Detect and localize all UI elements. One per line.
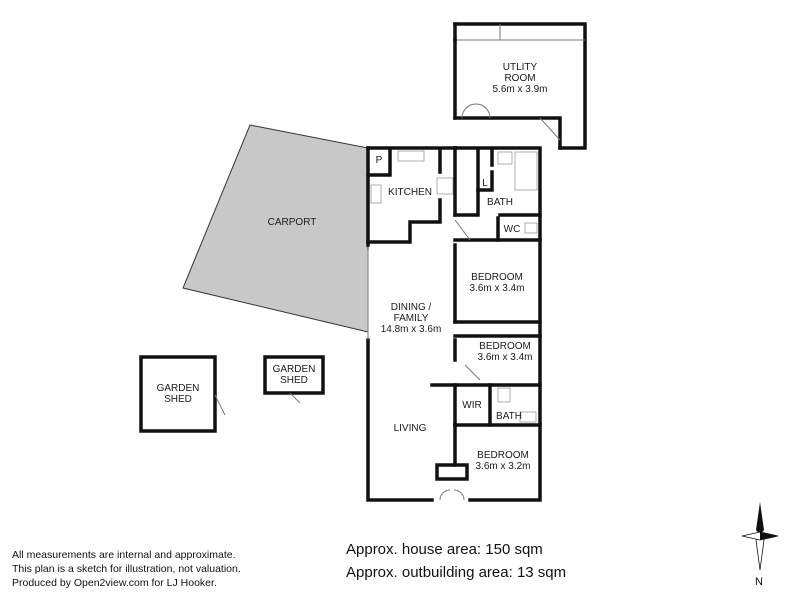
bedroom-2-size: 3.6m x 3.4m: [477, 352, 532, 363]
bath-ensuite-label: BATH: [496, 411, 522, 422]
utility-room-name-1: UTLITY: [503, 62, 538, 73]
house-outer-walls: [366, 146, 542, 502]
laundry-label: L: [482, 178, 488, 189]
carport-area: [182, 124, 369, 333]
disclaimer-line-2: This plan is a sketch for illustration, …: [12, 563, 241, 575]
wc-label: WC: [504, 224, 521, 235]
bath-block-walls: [453, 146, 542, 242]
bedroom-3-label: BEDROOM: [477, 450, 529, 461]
dining-label-2: FAMILY: [394, 313, 429, 324]
dining-size: 14.8m x 3.6m: [381, 324, 442, 335]
utility-room-name-2: ROOM: [504, 73, 535, 84]
kitchen-label: KITCHEN: [388, 187, 432, 198]
bath-main-label: BATH: [487, 197, 513, 208]
area-summary: Approx. house area: 150 sqm Approx. outb…: [346, 538, 566, 584]
utility-room-size: 5.6m x 3.9m: [492, 84, 547, 95]
disclaimer-notes: All measurements are internal and approx…: [12, 548, 241, 590]
bedroom-2-walls: [430, 334, 542, 427]
living-label: LIVING: [394, 423, 427, 434]
outbuilding-area: Approx. outbuilding area: 13 sqm: [346, 564, 567, 581]
garden-shed-large-label-1: GARDEN: [157, 383, 200, 394]
bedroom-1-label: BEDROOM: [471, 272, 523, 283]
compass-north-label: N: [755, 576, 763, 588]
dining-label-1: DINING /: [391, 302, 432, 313]
bedroom-3-walls: [435, 423, 469, 501]
garden-shed-small-label-2: SHED: [280, 375, 308, 386]
house-area: Approx. house area: 150 sqm: [346, 541, 543, 558]
carport-label: CARPORT: [268, 217, 317, 228]
bedroom-3-size: 3.6m x 3.2m: [475, 461, 530, 472]
garden-shed-small-walls: [263, 355, 325, 404]
garden-shed-large-walls: [139, 355, 226, 433]
kitchen-walls: [366, 148, 454, 244]
utility-room-walls: [453, 22, 587, 150]
bedroom-2-label: BEDROOM: [479, 341, 531, 352]
bedroom-1-size: 3.6m x 3.4m: [469, 283, 524, 294]
wir-label: WIR: [462, 400, 481, 411]
compass-star-icon: [741, 502, 779, 571]
garden-shed-small-label-1: GARDEN: [273, 364, 316, 375]
disclaimer-line-3: Produced by Open2view.com for LJ Hooker.: [12, 577, 217, 589]
pantry-label: P: [376, 155, 383, 166]
bedroom-1-walls: [453, 243, 542, 324]
garden-shed-large-label-2: SHED: [164, 394, 192, 405]
disclaimer-line-1: All measurements are internal and approx…: [12, 549, 236, 561]
